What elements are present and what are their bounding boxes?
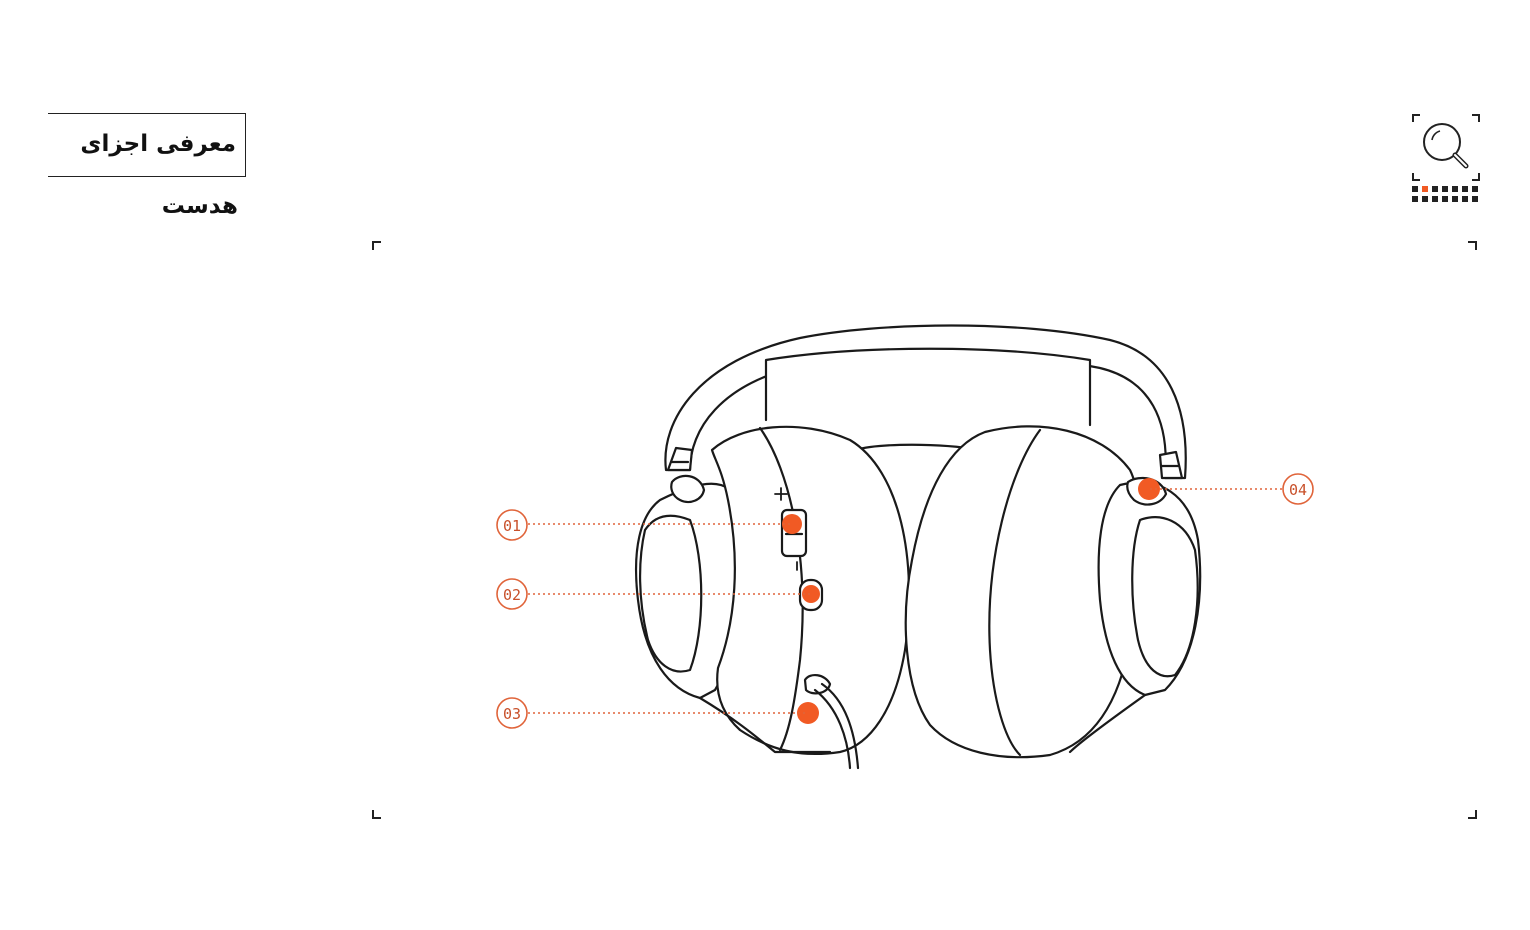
- callout-label: 03: [503, 705, 521, 723]
- pagination-dot[interactable]: [1452, 196, 1458, 202]
- pagination-dot[interactable]: [1442, 196, 1448, 202]
- pagination-dot[interactable]: [1432, 186, 1438, 192]
- callout-leader-lines: [528, 488, 1282, 714]
- pagination-dot[interactable]: [1412, 196, 1418, 202]
- callout-03[interactable]: 03: [496, 697, 528, 729]
- zoom-widget[interactable]: [1408, 110, 1484, 210]
- highlight-dots: [782, 478, 1160, 724]
- pagination-dot[interactable]: [1442, 186, 1448, 192]
- pagination-dot[interactable]: [1452, 186, 1458, 192]
- volume-control-highlight: [782, 514, 802, 534]
- pagination-dot[interactable]: [1412, 186, 1418, 192]
- rgb-hinge-highlight: [1138, 478, 1160, 500]
- callout-label: 02: [503, 586, 521, 604]
- callout-02[interactable]: 02: [496, 578, 528, 610]
- pagination-dot-active[interactable]: [1422, 186, 1428, 192]
- title-frame: [48, 113, 246, 177]
- pagination-dot[interactable]: [1462, 196, 1468, 202]
- pagination-dot[interactable]: [1472, 186, 1478, 192]
- pagination-dot[interactable]: [1432, 196, 1438, 202]
- audio-jack-highlight: [797, 702, 819, 724]
- diagram-frame-corners: [372, 241, 1477, 819]
- pagination-dots-icon[interactable]: [1408, 182, 1484, 212]
- pagination-dot[interactable]: [1472, 196, 1478, 202]
- headset-illustration: [635, 324, 1202, 770]
- pagination-dot[interactable]: [1462, 186, 1468, 192]
- mic-mute-highlight: [802, 585, 820, 603]
- callout-01[interactable]: 01: [496, 509, 528, 541]
- pagination-dot[interactable]: [1422, 196, 1428, 202]
- callout-04[interactable]: 04: [1282, 473, 1314, 505]
- callout-label: 01: [503, 517, 521, 535]
- callout-label: 04: [1289, 481, 1307, 499]
- search-icon[interactable]: [1408, 110, 1484, 210]
